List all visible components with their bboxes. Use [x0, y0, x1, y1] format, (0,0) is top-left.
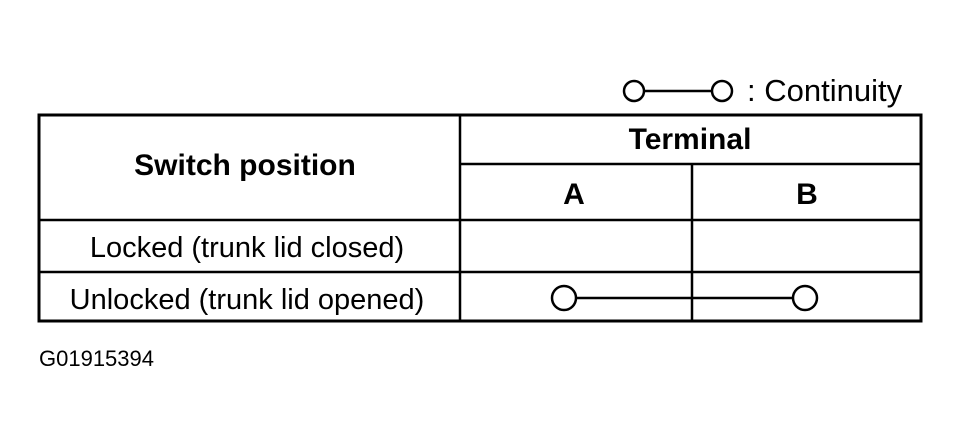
- row-unlocked-label: Unlocked (trunk lid opened): [70, 284, 425, 316]
- terminal-b-node: [791, 284, 819, 312]
- continuity-marks: [550, 284, 819, 312]
- legend-label: : Continuity: [747, 73, 903, 108]
- continuity-mark-row-1: [550, 284, 819, 312]
- continuity-symbol-icon: [622, 79, 734, 103]
- header-terminal-b: B: [796, 178, 818, 211]
- header-terminal-a: A: [563, 178, 585, 211]
- table-border: [37, 113, 923, 323]
- header-switch-position: Switch position: [134, 149, 356, 182]
- row-locked-label: Locked (trunk lid closed): [90, 232, 404, 264]
- terminal-a-node: [550, 284, 578, 312]
- legend: : Continuity: [622, 73, 903, 108]
- continuity-table: Switch position Terminal A B Locked (tru…: [37, 113, 923, 323]
- figure-code: G01915394: [39, 346, 154, 371]
- header-terminal: Terminal: [629, 123, 752, 156]
